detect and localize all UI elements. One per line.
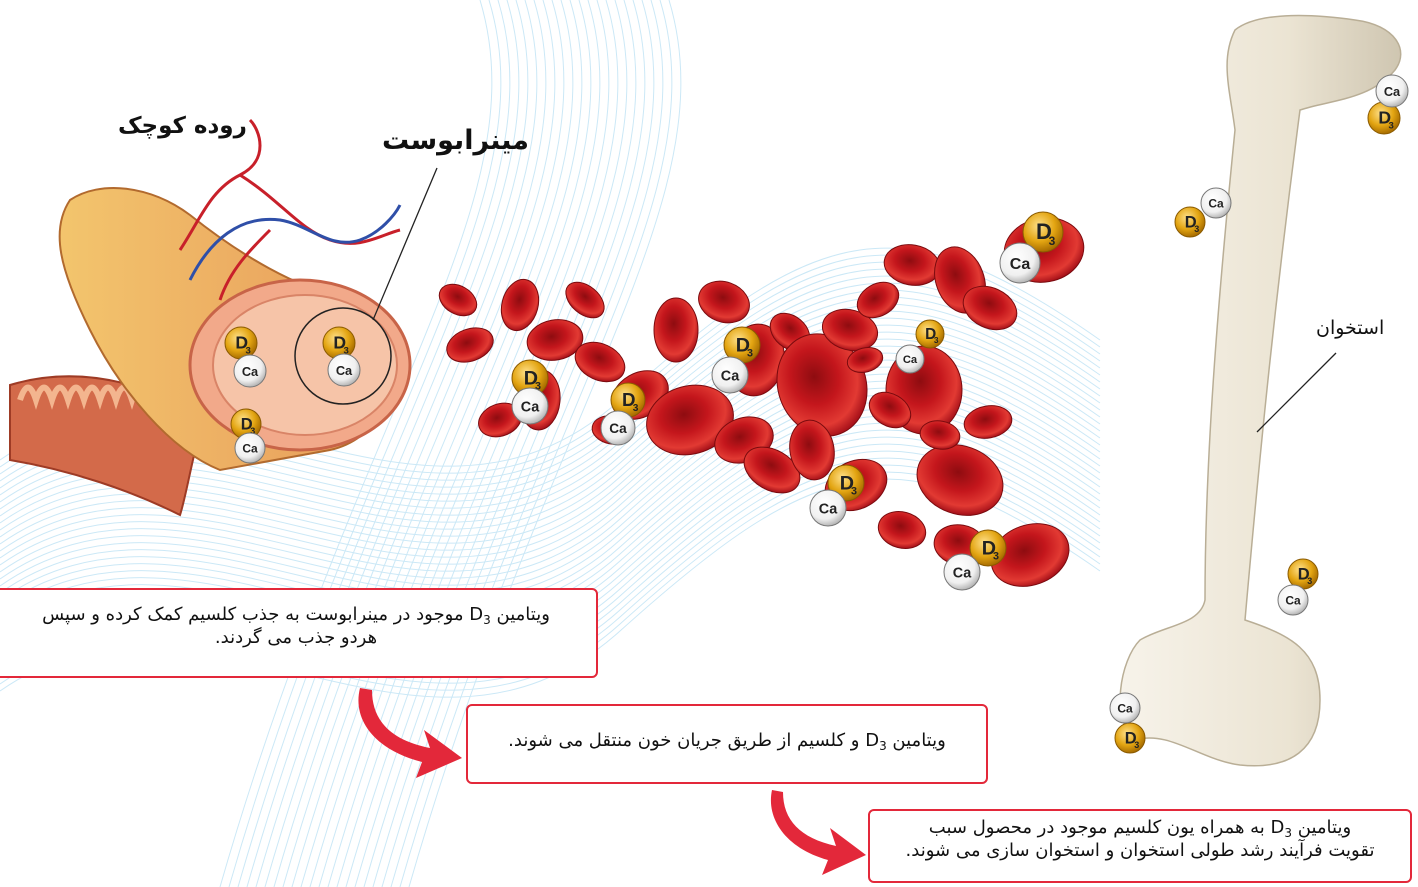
step-arrow-1 <box>358 688 462 778</box>
femur-bone <box>1120 16 1401 766</box>
vitamin-d3-subscript: 3 <box>993 551 999 563</box>
caption-text: به همراه یون کلسیم موجود در محصول سبب <box>929 817 1271 838</box>
calcium-symbol: Ca <box>903 354 918 366</box>
calcium-symbol: Ca <box>953 565 972 581</box>
red-blood-cell <box>693 274 756 329</box>
caption-step-1: ویتامین D3 موجود در مینرابوست به جذب کلس… <box>0 588 598 678</box>
calcium-symbol: Ca <box>1010 256 1031 273</box>
calcium-symbol: Ca <box>242 364 259 379</box>
vitamin-subscript: 3 <box>1284 826 1292 840</box>
mineral-boost-pointer <box>373 168 437 320</box>
red-blood-cell <box>434 278 483 322</box>
vitamin-d3-subscript: 3 <box>633 403 639 414</box>
small-intestine-illustration <box>10 120 437 515</box>
vitamin-d3-subscript: 3 <box>1307 576 1312 586</box>
calcium-symbol: Ca <box>242 442 258 456</box>
vitamin-d3-subscript: 3 <box>1194 224 1199 234</box>
caption-step-3: ویتامین D3 به همراه یون کلسیم موجود در م… <box>868 809 1412 883</box>
calcium-symbol: Ca <box>721 368 740 384</box>
calcium-symbol: Ca <box>1117 702 1133 716</box>
step-arrow-2 <box>771 790 866 875</box>
calcium-symbol: Ca <box>336 363 353 378</box>
calcium-symbol: Ca <box>1384 84 1401 99</box>
caption-text: ویتامین <box>887 730 946 751</box>
bone-label: استخوان <box>1316 317 1384 339</box>
vitamin-subscript: 3 <box>879 739 887 753</box>
vitamin-d3-subscript: 3 <box>1134 740 1139 750</box>
calcium-symbol: Ca <box>521 399 540 415</box>
vitamin-symbol: D <box>865 730 879 751</box>
mineral-boost-label: مینرابوست <box>382 125 529 156</box>
small-intestine-label: روده کوچک <box>118 113 247 139</box>
vitamin-d3-subscript: 3 <box>747 348 753 360</box>
caption-step-2: ویتامین D3 و کلسیم از طریق جریان خون منت… <box>466 704 988 784</box>
red-blood-cell <box>874 506 930 553</box>
caption-step-3-line-1: ویتامین D3 به همراه یون کلسیم موجود در م… <box>878 817 1402 840</box>
calcium-symbol: Ca <box>1208 197 1224 211</box>
calcium-symbol: Ca <box>609 421 627 436</box>
caption-text: ویتامین <box>1292 817 1351 838</box>
caption-step-3-line-2: تقویت فرآیند رشد طولی استخوان و استخوان … <box>878 840 1402 862</box>
calcium-symbol: Ca <box>819 501 838 517</box>
caption-text: ویتامین <box>491 604 550 625</box>
vitamin-symbol: D <box>469 604 483 625</box>
vitamin-subscript: 3 <box>483 613 491 627</box>
red-blood-cell <box>654 298 698 362</box>
caption-step-1-line-2: هردو جذب می گردند. <box>4 627 588 649</box>
vitamin-d3-subscript: 3 <box>934 335 939 345</box>
caption-step-2-line: ویتامین D3 و کلسیم از طریق جریان خون منت… <box>476 730 978 753</box>
caption-text: و کلسیم از طریق جریان خون منتقل می شوند. <box>508 730 865 751</box>
calcium-symbol: Ca <box>1285 594 1301 608</box>
caption-step-1-line-1: ویتامین D3 موجود در مینرابوست به جذب کلس… <box>4 604 588 627</box>
vitamin-d3-subscript: 3 <box>1049 234 1056 248</box>
vitamin-d3-subscript: 3 <box>851 486 857 498</box>
vitamin-symbol: D <box>1271 817 1285 838</box>
caption-text: موجود در مینرابوست به جذب کلسیم کمک کرده… <box>42 604 469 625</box>
red-blood-cell <box>907 433 1013 527</box>
vitamin-d3-subscript: 3 <box>1388 120 1393 131</box>
